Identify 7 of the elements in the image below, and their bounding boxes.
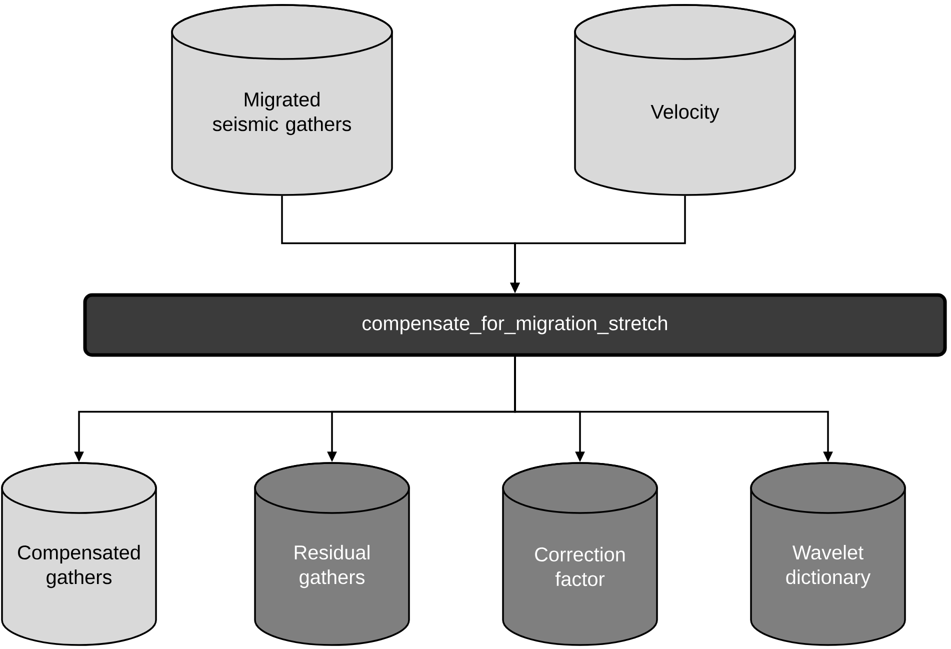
- process-box: compensate_for_migration_stretch: [83, 293, 947, 357]
- cylinder: Migrated seismic gathers: [171, 4, 393, 196]
- cylinder: Correction factor: [502, 462, 658, 646]
- cylinder: Residual gathers: [254, 462, 410, 646]
- cylinder: Velocity: [574, 4, 796, 196]
- cylinder: Compensated gathers: [1, 462, 157, 646]
- cylinder: Wavelet dictionary: [750, 462, 906, 646]
